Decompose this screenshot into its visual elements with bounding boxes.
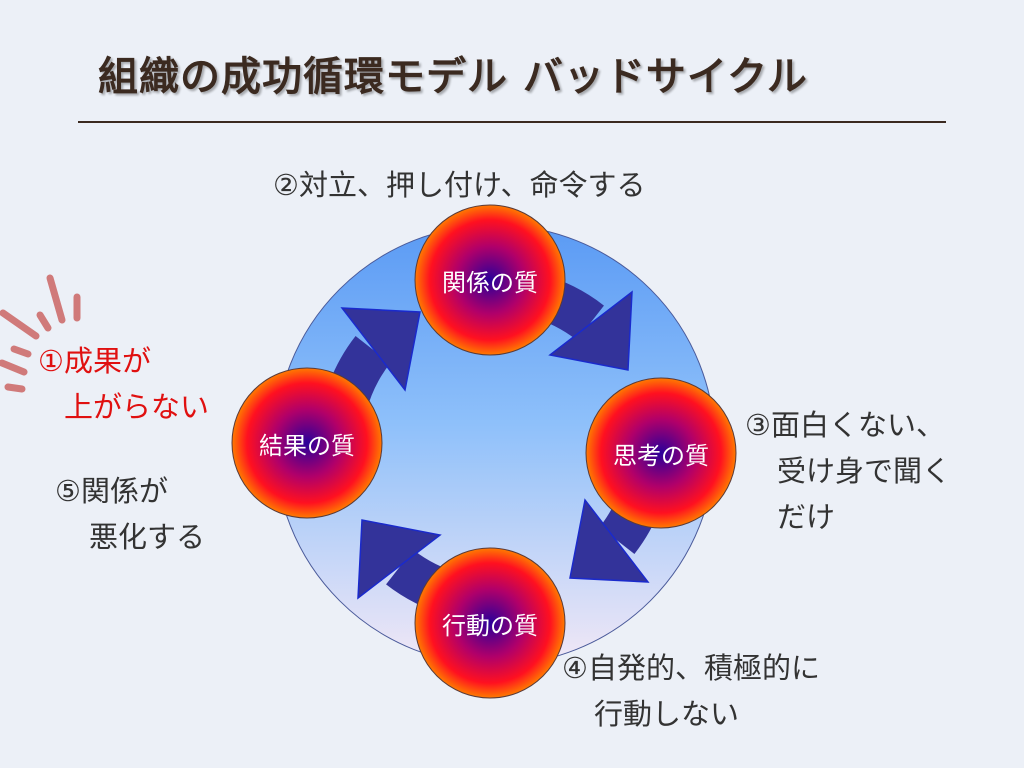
step4-line1: ④自発的、積極的に [562, 651, 820, 685]
step5-line1: ⑤関係が [55, 474, 168, 508]
node-circle-action [414, 547, 566, 699]
step4-label: ④自発的、積極的に 行動しない [562, 645, 820, 737]
node-circle-result [231, 367, 383, 519]
node-thinking-quality: 思考の質 [613, 441, 709, 470]
node-circle-relationship [414, 204, 566, 356]
step2-label: ②対立、押し付け、命令する [273, 168, 646, 202]
step1-line2: 上がらない [64, 390, 210, 424]
step3-label: ③面白くない、 受け身で聞く だけ [745, 402, 951, 540]
node-action-quality: 行動の質 [442, 611, 538, 640]
step3-line2: 受け身で聞く [777, 454, 952, 488]
step3-line3: だけ [777, 500, 836, 534]
node-relationship-quality: 関係の質 [442, 268, 538, 297]
node-result-quality: 結果の質 [259, 431, 355, 460]
emphasis-lines-icon [0, 274, 81, 393]
step1-label: ①成果が 上がらない [38, 338, 209, 430]
step5-label: ⑤関係が 悪化する [55, 468, 205, 560]
step4-line2: 行動しない [594, 697, 740, 731]
step1-line1: ①成果が [38, 344, 151, 378]
step5-line2: 悪化する [89, 520, 206, 554]
page-title: 組織の成功循環モデル バッドサイクル [98, 54, 808, 100]
step3-line1: ③面白くない、 [745, 408, 945, 442]
title-divider [78, 121, 946, 123]
node-circle-thinking [585, 377, 737, 529]
